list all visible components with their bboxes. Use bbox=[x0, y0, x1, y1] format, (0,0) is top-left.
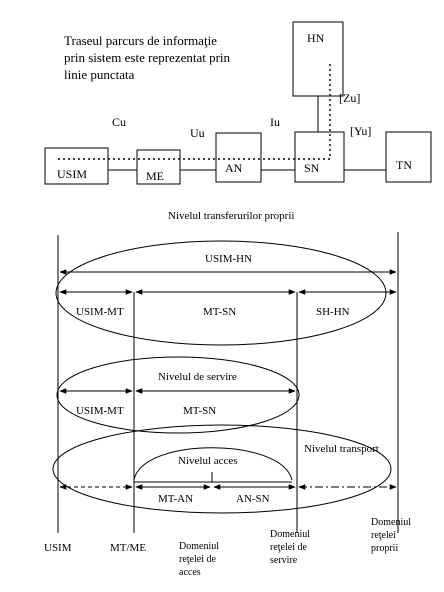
usim-hn-label: USIM-HN bbox=[205, 253, 252, 265]
mt-sn-label-1: MT-SN bbox=[203, 306, 236, 318]
hn-label: HN bbox=[307, 31, 325, 45]
note-line-3: linie punctata bbox=[64, 67, 135, 82]
mt-me-domain-label: MT/ME bbox=[110, 542, 146, 554]
me-box bbox=[136, 149, 181, 185]
serving-domain-label-1: Domeniul bbox=[270, 529, 310, 540]
access-domain-label-2: reţelei de bbox=[179, 554, 216, 565]
usim-label: USIM bbox=[57, 167, 87, 181]
mt-an-label: MT-AN bbox=[158, 493, 193, 505]
mt-sn-label-2: MT-SN bbox=[183, 405, 216, 417]
yu-interface-label: [Yu] bbox=[350, 124, 371, 138]
note-line-1: Traseul parcurs de informaţie bbox=[64, 33, 217, 48]
note-line-2: prin sistem este reprezentat prin bbox=[64, 50, 231, 65]
cu-interface-label: Cu bbox=[112, 115, 126, 129]
access-stratum-label: Nivelul acces bbox=[178, 455, 238, 467]
access-domain-label-3: acces bbox=[179, 567, 201, 578]
zu-interface-label: [Zu] bbox=[339, 91, 360, 105]
access-domain-label-1: Domeniul bbox=[179, 541, 219, 552]
tn-box bbox=[385, 131, 432, 183]
home-domain-label-2: reţelei bbox=[371, 530, 396, 541]
information-path bbox=[58, 64, 331, 160]
sn-label: SN bbox=[304, 161, 320, 175]
hn-box bbox=[292, 21, 344, 97]
sn-box bbox=[294, 131, 345, 183]
tn-label: TN bbox=[396, 158, 412, 172]
home-domain-label-1: Domeniul bbox=[371, 517, 411, 528]
uu-interface-label: Uu bbox=[190, 126, 205, 140]
transfer-stratum-title: Nivelul transferurilor proprii bbox=[168, 210, 294, 222]
an-label: AN bbox=[225, 161, 243, 175]
serving-domain-label-3: servire bbox=[270, 555, 298, 566]
usim-mt-label-1: USIM-MT bbox=[76, 306, 124, 318]
sh-hn-label: SH-HN bbox=[316, 306, 350, 318]
me-label: ME bbox=[146, 169, 164, 183]
usim-mt-label-2: USIM-MT bbox=[76, 405, 124, 417]
usim-domain-label: USIM bbox=[44, 542, 72, 554]
serving-stratum-label: Nivelul de servire bbox=[158, 371, 237, 383]
transport-stratum-ellipse bbox=[52, 424, 392, 514]
access-stratum-arc bbox=[133, 447, 293, 481]
an-box bbox=[215, 132, 262, 183]
home-domain-label-3: proprii bbox=[371, 543, 398, 554]
serving-stratum-ellipse bbox=[56, 356, 300, 434]
usim-box bbox=[44, 147, 109, 185]
an-sn-label: AN-SN bbox=[236, 493, 270, 505]
iu-interface-label: Iu bbox=[270, 115, 280, 129]
serving-domain-label-2: reţelei de bbox=[270, 542, 307, 553]
transport-stratum-label: Nivelul transport bbox=[304, 443, 379, 455]
